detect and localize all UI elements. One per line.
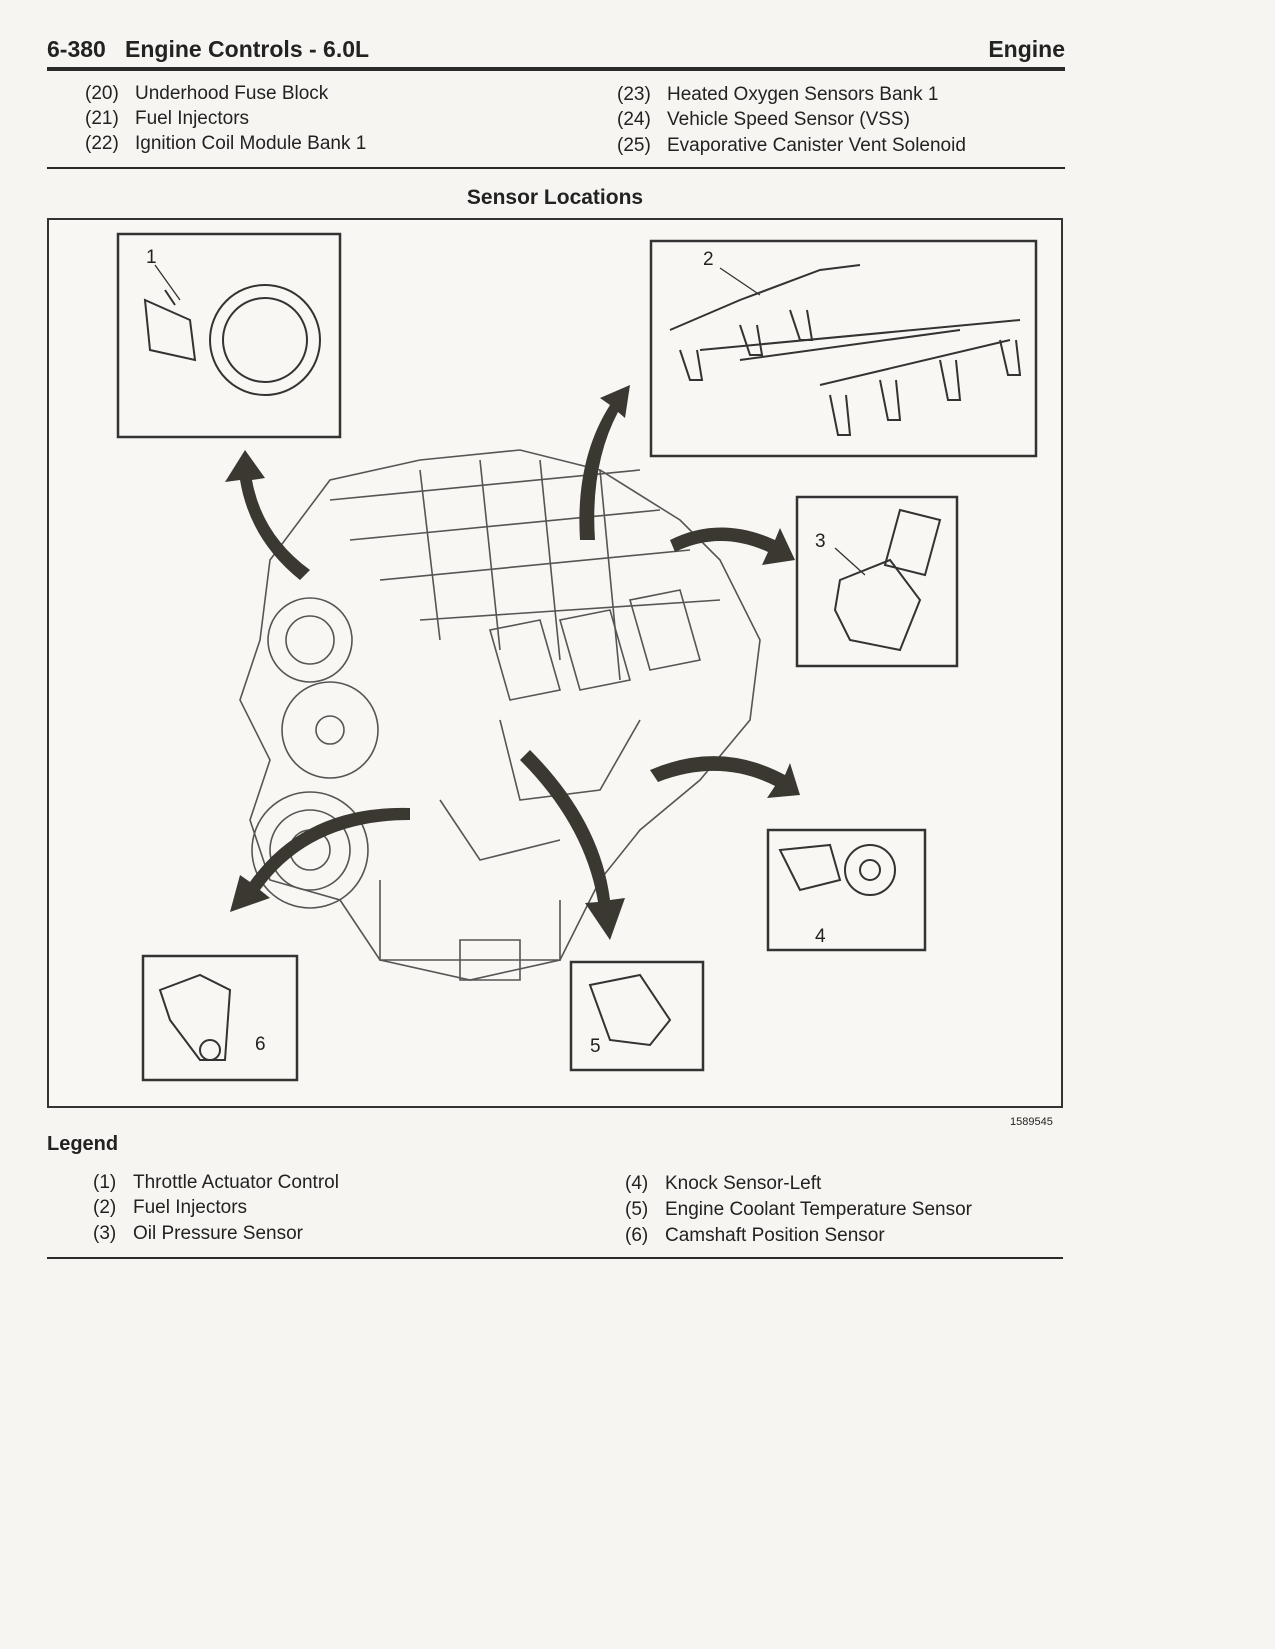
legend-item-4: (4)Knock Sensor-Left <box>625 1173 822 1194</box>
legend-item-20: (20)Underhood Fuse Block <box>85 83 329 104</box>
callout-5: 5 <box>590 1036 601 1057</box>
legend-item-22: (22)Ignition Coil Module Bank 1 <box>85 133 367 154</box>
legend-item-3: (3)Oil Pressure Sensor <box>93 1223 304 1244</box>
legend-item-6: (6)Camshaft Position Sensor <box>625 1225 885 1246</box>
legend-item-5: (5)Engine Coolant Temperature Sensor <box>625 1199 973 1220</box>
header-rule <box>47 67 1065 71</box>
callout-box-oil-pressure-sensor <box>795 495 959 668</box>
arrow-to-box-3 <box>670 527 795 565</box>
figure-id: 1589545 <box>1010 1116 1053 1128</box>
callout-box-throttle-actuator <box>116 232 342 439</box>
legend-item-23: (23)Heated Oxygen Sensors Bank 1 <box>617 84 939 105</box>
callout-1: 1 <box>146 247 157 268</box>
figure-title: Sensor Locations <box>466 186 644 209</box>
callout-box-camshaft-sensor <box>141 954 299 1082</box>
callout-box-knock-sensor <box>766 828 927 952</box>
legend-title: Legend <box>47 1133 119 1155</box>
arrows <box>225 385 800 940</box>
arrow-to-box-5 <box>520 750 625 940</box>
legend-item-1: (1)Throttle Actuator Control <box>93 1172 339 1193</box>
legend-divider <box>47 1257 1063 1259</box>
divider <box>47 167 1065 169</box>
callout-4: 4 <box>815 926 826 947</box>
arrow-to-box-2 <box>579 385 630 540</box>
arrow-to-box-1 <box>225 450 310 580</box>
callout-box-ect-sensor <box>569 960 705 1072</box>
legend-item-21: (21)Fuel Injectors <box>85 108 250 129</box>
arrow-to-box-4 <box>650 756 800 798</box>
callout-6: 6 <box>255 1034 266 1055</box>
page-number-and-section: 6-380 Engine Controls - 6.0L <box>47 36 369 63</box>
callout-3: 3 <box>815 531 826 552</box>
section-title: Engine Controls - 6.0L <box>125 36 370 62</box>
engine-drawing <box>239 449 761 981</box>
callout-2: 2 <box>703 249 714 270</box>
chapter-title: Engine <box>988 36 1065 62</box>
legend-item-24: (24)Vehicle Speed Sensor (VSS) <box>617 109 910 130</box>
page-number: 6-380 <box>47 36 106 62</box>
arrow-to-box-6 <box>230 807 410 912</box>
legend-item-2: (2)Fuel Injectors <box>93 1197 248 1218</box>
legend-item-25: (25)Evaporative Canister Vent Solenoid <box>617 135 966 156</box>
